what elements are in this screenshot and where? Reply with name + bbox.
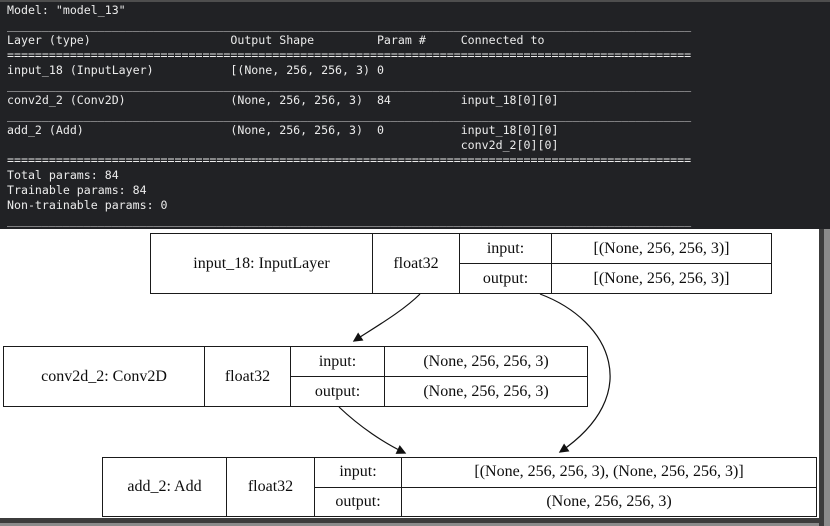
node-input-18: input_18: InputLayer float32 input: [(No…	[150, 233, 772, 294]
io-input-value: [(None, 256, 256, 3)]	[593, 239, 730, 257]
arrow-input18-to-conv2d2	[352, 293, 421, 342]
io-row-input: input: (None, 256, 256, 3)	[291, 347, 587, 377]
arrow-conv2d2-to-add2	[338, 406, 407, 454]
io-input-label: input:	[291, 347, 385, 376]
model-summary-terminal: Model: "model_13" ______________________…	[0, 0, 830, 229]
io-input-value: [(None, 256, 256, 3), (None, 256, 256, 3…	[474, 463, 744, 481]
window-right-border	[819, 229, 824, 526]
node-io-table: input: [(None, 256, 256, 3), (None, 256,…	[315, 458, 816, 516]
node-io-table: input: [(None, 256, 256, 3)] output: [(N…	[460, 234, 771, 293]
window-right-margin	[824, 229, 830, 526]
io-output-value: (None, 256, 256, 3)	[423, 382, 549, 400]
window-bottom-margin	[0, 523, 830, 526]
node-conv2d-2: conv2d_2: Conv2D float32 input: (None, 2…	[3, 346, 588, 407]
io-output-value: [(None, 256, 256, 3)]	[593, 269, 730, 287]
io-output-label: output:	[291, 377, 385, 406]
io-row-output: output: (None, 256, 256, 3)	[315, 487, 816, 516]
io-row-output: output: (None, 256, 256, 3)	[291, 377, 587, 406]
io-row-input: input: [(None, 256, 256, 3)]	[460, 234, 771, 264]
io-output-label: output:	[315, 487, 402, 516]
node-dtype: float32	[373, 234, 460, 293]
io-input-label: input:	[460, 234, 552, 263]
node-io-table: input: (None, 256, 256, 3) output: (None…	[291, 347, 587, 406]
node-title: input_18: InputLayer	[151, 234, 373, 293]
node-dtype: float32	[205, 347, 291, 406]
io-output-value: (None, 256, 256, 3)	[546, 492, 672, 510]
io-row-output: output: [(None, 256, 256, 3)]	[460, 264, 771, 293]
terminal-text: Model: "model_13" ______________________…	[7, 3, 692, 227]
io-row-input: input: [(None, 256, 256, 3), (None, 256,…	[315, 458, 816, 488]
model-plot: input_18: InputLayer float32 input: [(No…	[0, 229, 830, 526]
node-dtype: float32	[227, 458, 315, 516]
node-add-2: add_2: Add float32 input: [(None, 256, 2…	[102, 457, 817, 517]
window-bottom-border	[0, 518, 830, 523]
io-input-value: (None, 256, 256, 3)	[423, 352, 549, 370]
io-output-label: output:	[460, 264, 552, 293]
node-title: add_2: Add	[103, 458, 227, 516]
io-input-label: input:	[315, 458, 402, 487]
node-title: conv2d_2: Conv2D	[4, 347, 205, 406]
